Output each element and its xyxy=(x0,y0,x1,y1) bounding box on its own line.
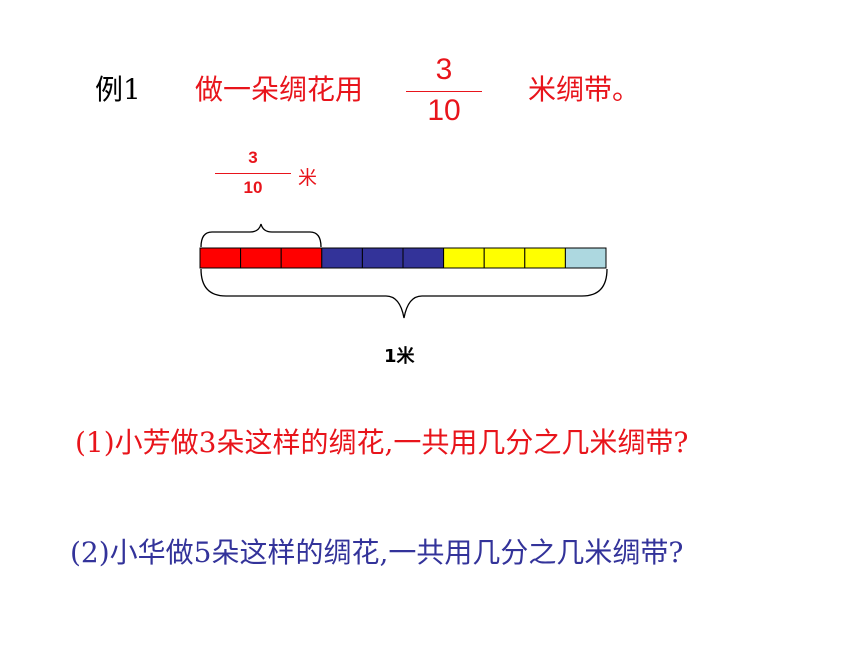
part-fraction-numerator: 3 xyxy=(248,148,258,167)
ribbon-segment xyxy=(321,247,363,269)
ribbon-bar xyxy=(199,247,607,269)
part-unit: 米 xyxy=(298,167,318,189)
example-fraction-bar xyxy=(406,91,482,92)
ribbon-segment xyxy=(443,247,485,269)
ribbon-segment xyxy=(199,247,242,269)
question-1: (1)小芳做3朵这样的绸花,一共用几分之几米绸带? xyxy=(75,426,689,459)
example-fraction-numerator: 3 xyxy=(435,53,453,86)
ribbon-segment xyxy=(361,247,404,269)
example-fraction-denominator: 10 xyxy=(427,94,461,127)
ribbon-segment xyxy=(524,247,566,269)
ribbon-segment xyxy=(402,247,445,269)
part-brace xyxy=(200,223,322,248)
part-fraction-bar xyxy=(215,173,291,174)
ribbon-segment xyxy=(280,247,323,269)
ribbon-segment xyxy=(564,247,607,269)
whole-label: 1米 xyxy=(384,346,415,367)
example-label: 例1 xyxy=(95,73,141,106)
example-text: 做一朵绸花用 xyxy=(195,73,364,106)
ribbon-segment xyxy=(483,247,526,269)
example-fraction: 3 10 xyxy=(406,55,482,126)
part-fraction: 3 10 xyxy=(215,148,291,198)
whole-brace xyxy=(200,268,608,319)
example-tail: 米绸带。 xyxy=(528,73,641,106)
question-2: (2)小华做5朵这样的绸花,一共用几分之几米绸带? xyxy=(70,536,684,569)
ribbon-segment xyxy=(240,247,282,269)
part-fraction-denominator: 10 xyxy=(243,178,263,197)
